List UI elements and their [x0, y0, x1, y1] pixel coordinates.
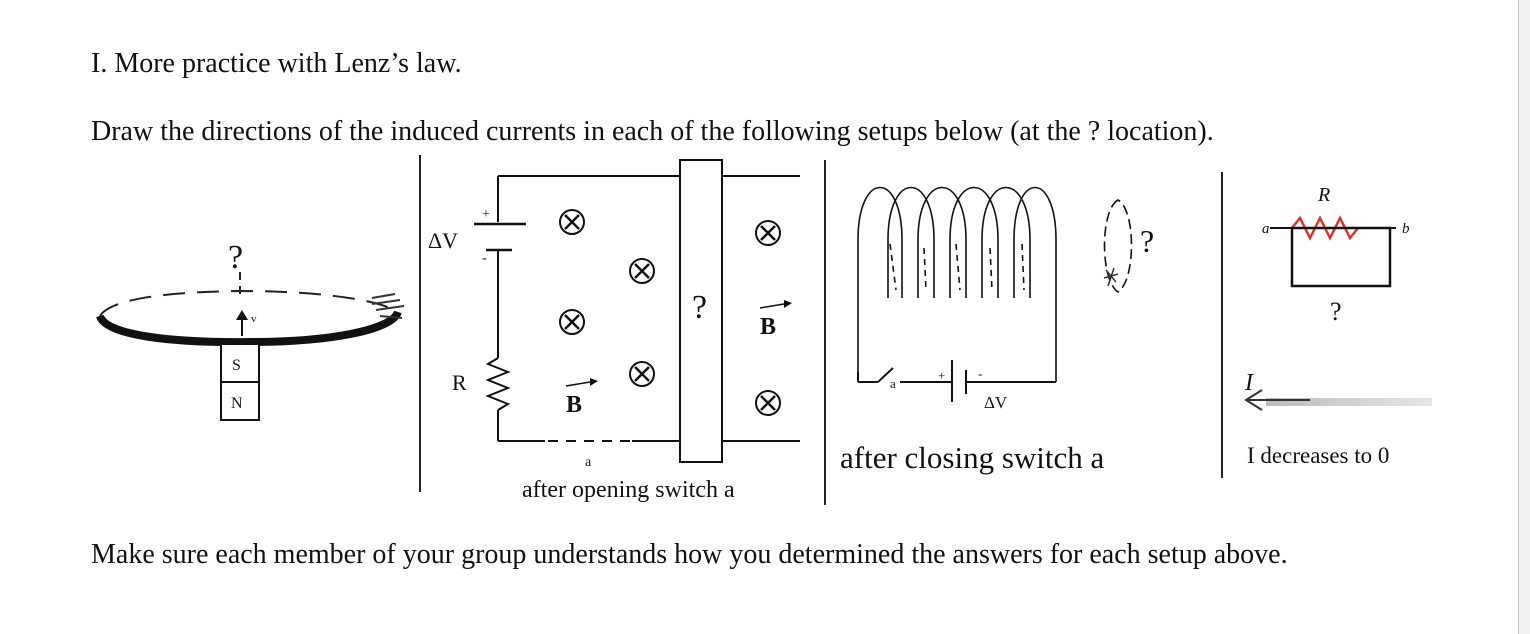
- ring-back: [99, 289, 399, 317]
- ring-question-mark: ?: [228, 239, 243, 276]
- battery-plus: +: [482, 207, 490, 222]
- loop-resistor-label: R: [1317, 184, 1330, 206]
- small-loop: [1103, 199, 1133, 293]
- ring-magnet-diagram: ? v S N: [96, 239, 405, 421]
- battery-minus: -: [482, 251, 487, 266]
- solenoid-caption: after closing switch a: [840, 440, 1105, 475]
- resistor-loop-diagram: R a b ? I I decreases to 0: [1244, 184, 1432, 468]
- solenoid-switch-label: a: [890, 376, 896, 391]
- sliding-bar: [679, 159, 723, 463]
- resistor-label: R: [452, 370, 467, 395]
- field-into-page-symbols: [559, 209, 781, 416]
- ring-scribble: [371, 293, 405, 319]
- instructions: Draw the directions of the induced curre…: [91, 116, 1214, 147]
- closed-switch: [877, 367, 894, 383]
- solenoid-voltage-label: ΔV: [984, 393, 1008, 412]
- resistor: [485, 357, 511, 411]
- voltage-label: ΔV: [428, 228, 458, 253]
- solenoid-battery-plus: +: [938, 368, 945, 383]
- field-label-left: B: [566, 392, 582, 418]
- end-a-label: a: [1262, 221, 1270, 237]
- current-caption: I decreases to 0: [1247, 443, 1389, 468]
- current-arrowhead: [1244, 389, 1263, 411]
- page-edge: [1518, 0, 1530, 634]
- rail-caption: after opening switch a: [522, 477, 735, 503]
- ring-front: [96, 310, 402, 347]
- switch-label: a: [585, 455, 592, 470]
- solenoid-coil: [857, 186, 1057, 382]
- straight-wire: [1266, 398, 1432, 406]
- magnet-north-label: N: [231, 395, 243, 412]
- section-heading: I. More practice with Lenz’s law.: [91, 48, 462, 79]
- solenoid-diagram: ? a + - ΔV after closing switch a: [840, 186, 1154, 475]
- magnet-south-label: S: [232, 357, 241, 374]
- rail-circuit-diagram: + - ΔV R a ? B: [428, 159, 800, 503]
- footer-note: Make sure each member of your group unde…: [91, 539, 1288, 570]
- magnet-velocity-arrowhead: [236, 310, 248, 320]
- current-label: I: [1244, 370, 1254, 396]
- solenoid-battery-minus: -: [978, 366, 982, 381]
- end-b-label: b: [1402, 221, 1410, 237]
- solenoid-question-mark: ?: [1140, 223, 1154, 259]
- wire-loop: [1290, 226, 1392, 288]
- loop-question-mark: ?: [1330, 297, 1342, 326]
- field-label-right: B: [760, 314, 776, 340]
- rail-question-mark: ?: [692, 289, 707, 326]
- velocity-label: v: [251, 313, 257, 325]
